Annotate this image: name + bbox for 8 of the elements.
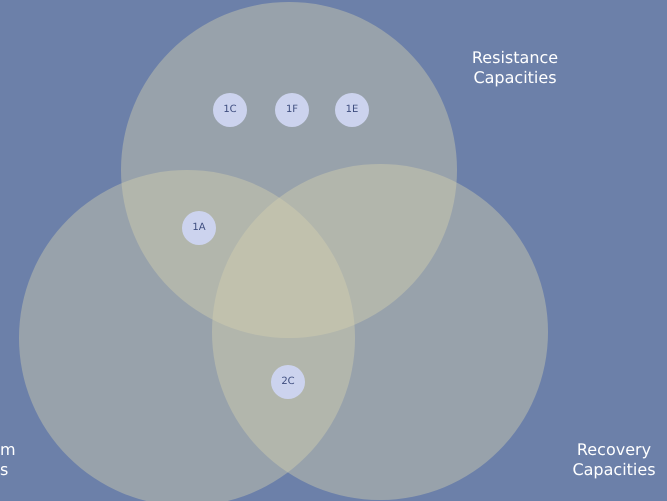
item-marker: 2C (271, 365, 305, 399)
item-marker: 1C (213, 93, 247, 127)
item-marker: 1E (335, 93, 369, 127)
set-label: Recovery Capacities (571, 440, 657, 480)
set-label: Resistance Capacities (470, 48, 560, 88)
item-marker: 1A (182, 211, 216, 245)
item-marker: 1F (275, 93, 309, 127)
set-label: m s (0, 440, 16, 480)
